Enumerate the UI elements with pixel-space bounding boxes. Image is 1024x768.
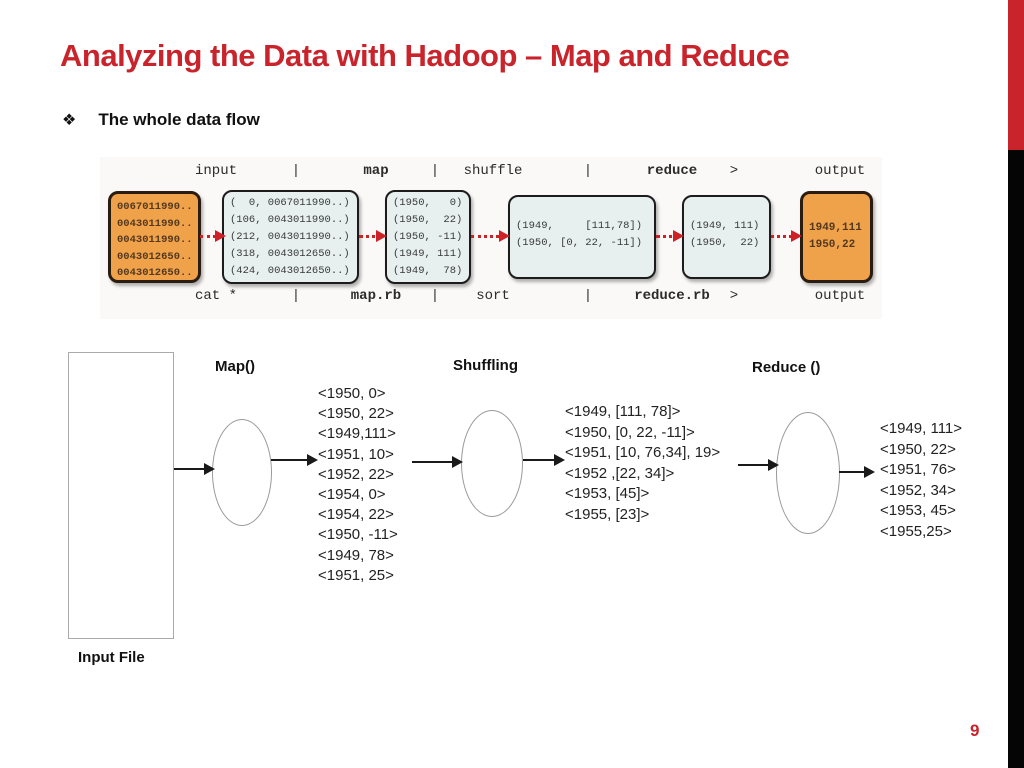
list-line: <1952, 34> <box>880 481 956 499</box>
shuffle-stage-label: Shuffling <box>453 357 518 374</box>
list-line: 1949,111 <box>809 222 862 234</box>
diamond-bullet-icon: ❖ <box>62 112 77 129</box>
list-line: <1951, 76> <box>880 461 956 478</box>
arrow-reduce-to-list <box>839 466 875 478</box>
list-line: (1949, [111,78]) <box>516 220 643 232</box>
stage-label-reduce: reduce <box>646 163 698 179</box>
list-line: (1950, 22) <box>690 237 760 249</box>
shuffle-ellipse <box>461 410 523 517</box>
list-line: <1950, [0, 22, -11]> <box>565 423 695 441</box>
list-line: <1949, [111, 78]> <box>565 403 681 420</box>
input-file-label: Input File <box>78 649 145 666</box>
reduce-stage-label: Reduce () <box>752 359 821 376</box>
list-line: (1950, 22) <box>393 214 463 226</box>
input-file-box <box>68 352 174 639</box>
red-dashed-arrow <box>359 230 387 242</box>
arrow-list-to-reduce <box>738 459 779 471</box>
arrow-list-to-shuffle <box>412 456 463 468</box>
arrow-shuffle-to-list <box>523 454 565 466</box>
raw-input-records-box: 0067011990.. 0043011990.. 0043011990.. 0043… <box>108 191 201 283</box>
map-input-pairs-box: ( 0, 0067011990..) (106, 0043011990..) (21… <box>222 190 359 284</box>
list-line: <1950, 0> <box>318 385 386 402</box>
list-line: 0043012650.. <box>117 267 193 279</box>
list-line: <1950, -11> <box>318 526 398 544</box>
map-output-pairs-box: (1950, 0) (1950, 22) (1950, -11) (1949, 111… <box>385 190 471 284</box>
list-line: <1950, 22> <box>318 405 394 423</box>
list-line: 0043011990.. <box>117 217 193 230</box>
red-dashed-arrow <box>656 230 684 242</box>
list-line: <1954, 22> <box>318 506 394 524</box>
command-label-cat: cat * <box>194 288 237 304</box>
page-number: 9 <box>970 721 980 740</box>
list-line: <1951, 10> <box>318 445 394 463</box>
red-dashed-arrow <box>771 230 802 242</box>
separator: | <box>430 163 440 179</box>
command-label-sort: sort <box>476 288 510 304</box>
arrow-map-to-list <box>271 454 318 466</box>
list-line: (106, 0043011990..) <box>230 214 350 226</box>
list-line: (1950, 0) <box>393 197 463 209</box>
shuffle-grouped-pairs-box: (1949, [111,78]) (1950, [0, 22, -11]) <box>508 195 656 279</box>
list-line: <1953, 45> <box>880 502 956 519</box>
stage-label-map: map <box>363 163 389 179</box>
list-line: (212, 0043011990..) <box>230 231 350 243</box>
final-output-records-box: 1949,111 1950,22 <box>800 191 873 283</box>
list-line: (1949, 78) <box>393 265 463 277</box>
list-line: <1950, 22> <box>880 440 956 458</box>
separator: | <box>583 288 593 304</box>
redirect-symbol: > <box>729 163 739 179</box>
list-line: <1951, 25> <box>318 566 394 584</box>
reduce-output-pairs-box: (1949, 111) (1950, 22) <box>682 195 771 279</box>
list-line: <1953, [45]> <box>565 485 650 502</box>
right-edge-black-bar <box>1008 150 1024 768</box>
command-label-map-rb: map.rb <box>350 288 402 304</box>
arrow-input-to-map <box>174 463 215 475</box>
list-line: <1952 ,[22, 34]> <box>565 464 675 482</box>
command-label-reduce-rb: reduce.rb <box>634 288 710 304</box>
list-line: <1952, 22> <box>318 465 394 483</box>
list-line: 0067011990.. <box>117 201 193 213</box>
separator: | <box>430 288 440 304</box>
bullet-text: The whole data flow <box>98 110 260 129</box>
bullet-row: ❖ The whole data flow <box>62 110 260 130</box>
red-dashed-arrow <box>471 230 510 242</box>
list-line: (1950, [0, 22, -11]) <box>516 237 643 249</box>
shuffle-output-list: <1949, [111, 78]> <1950, [0, 22, -11]> <19… <box>565 402 720 525</box>
separator: | <box>291 163 301 179</box>
list-line: <1949,111> <box>318 425 396 443</box>
list-line: ( 0, 0067011990..) <box>230 197 350 209</box>
list-line: (1949, 111) <box>690 220 760 232</box>
separator: | <box>583 163 593 179</box>
stage-label-shuffle: shuffle <box>463 163 523 179</box>
redirect-symbol: > <box>729 288 739 304</box>
list-line: <1949, 78> <box>318 546 394 564</box>
map-ellipse <box>212 419 272 526</box>
reduce-ellipse <box>776 412 840 534</box>
list-line: <1949, 111> <box>880 420 963 437</box>
list-line: <1955, [23]> <box>565 505 650 523</box>
list-line: (318, 0043012650..) <box>230 248 350 260</box>
list-line: 1950,22 <box>809 239 856 251</box>
list-line: <1954, 0> <box>318 486 386 504</box>
list-line: <1955,25> <box>880 522 952 540</box>
list-line: (424, 0043012650..) <box>230 265 350 277</box>
stage-label-output: output <box>814 163 866 179</box>
list-line: (1950, -11) <box>393 231 463 243</box>
list-line: <1951, [10, 76,34], 19> <box>565 444 721 461</box>
list-line: 0043012650.. <box>117 250 193 263</box>
list-line: 0043011990.. <box>117 234 193 246</box>
map-output-list: <1950, 0> <1950, 22> <1949,111> <1951, 10> <… <box>318 384 398 586</box>
hadoop-pipeline-image: input | map | shuffle | reduce > output … <box>100 157 882 319</box>
map-stage-label: Map() <box>215 358 255 375</box>
right-edge-red-bar <box>1008 0 1024 150</box>
red-dashed-arrow <box>200 230 226 242</box>
stage-label-input: input <box>194 163 237 179</box>
command-label-output: output <box>814 288 866 304</box>
list-line: (1949, 111) <box>393 248 463 260</box>
reduce-output-list: <1949, 111> <1950, 22> <1951, 76> <1952, 34… <box>880 419 962 542</box>
slide-title: Analyzing the Data with Hadoop – Map and… <box>60 38 790 73</box>
separator: | <box>291 288 301 304</box>
